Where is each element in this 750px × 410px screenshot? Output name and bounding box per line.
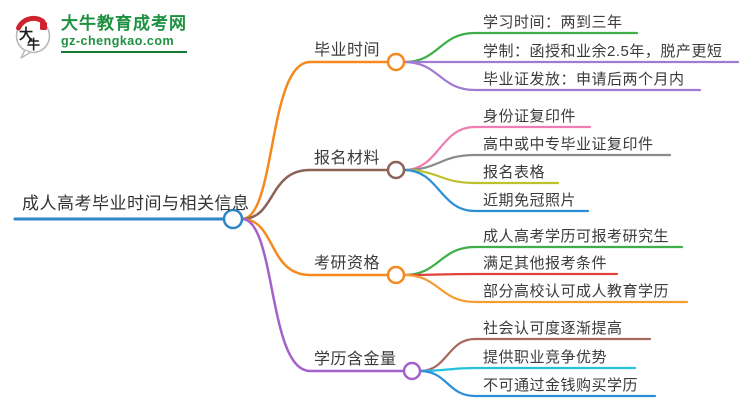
mindmap-leaf-label: 高中或中专毕业证复印件 [483,136,654,153]
connector-line [240,168,390,221]
connector-line [402,60,702,92]
connector-line [418,366,637,373]
mindmap-leaf-label: 社会认可度逐渐提高 [483,320,623,337]
connector-line [240,60,390,221]
mindmap-leaf-label: 毕业证发放：申请后两个月内 [483,71,685,88]
mindmap-leaf-label: 学习时间：两到三年 [483,14,623,31]
connector-line [402,168,590,213]
mindmap-leaf-label: 满足其他报考条件 [483,255,608,272]
node-collapse-handle [386,160,406,180]
mindmap-branch-label: 报名材料 [314,150,381,167]
node-collapse-handle [386,52,406,72]
connector-line [240,217,406,373]
mindmap-leaf-label: 学制：函授和业余2.5年，脱产更短 [483,43,723,60]
node-collapse-handle [402,361,422,381]
mindmap-leaf-label: 报名表格 [483,164,546,181]
connector-line [418,369,657,398]
mindmap-leaf-label: 不可通过金钱购买学历 [483,377,639,394]
connector-line [402,272,619,277]
connector-line [418,337,652,373]
logo-icon-char-da: 大 [19,26,33,42]
logo-icon-char-niu: 牛 [27,37,40,52]
mindmap-leaf-label: 近期免冠照片 [483,192,577,209]
connector-line [402,31,639,64]
node-collapse-handle [222,208,244,230]
mindmap-leaf-label: 提供职业竞争优势 [483,349,608,366]
connector-line [240,217,390,277]
connector-line [402,125,592,172]
daniu-logo-icon: 大 牛 [15,15,51,59]
site-logo: 大 牛 大牛教育成考网 gz-chengkao.com [12,14,187,60]
node-collapse-handle [386,265,406,285]
mindmap-leaf-label: 部分高校认可成人教育学历 [483,283,670,300]
logo-title: 大牛教育成考网 [61,14,187,33]
connector-line [402,273,689,304]
mindmap-branch-label: 毕业时间 [314,42,381,59]
mindmap-leaf-label: 身份证复印件 [483,108,577,125]
central-topic: 成人高考毕业时间与相关信息 [22,194,250,213]
mindmap-leaf-label: 成人高考学历可报考研究生 [483,228,670,245]
logo-domain: gz-chengkao.com [61,34,187,53]
mindmap-branch-label: 考研资格 [314,255,381,272]
mindmap-branch-label: 学历含金量 [314,351,397,368]
